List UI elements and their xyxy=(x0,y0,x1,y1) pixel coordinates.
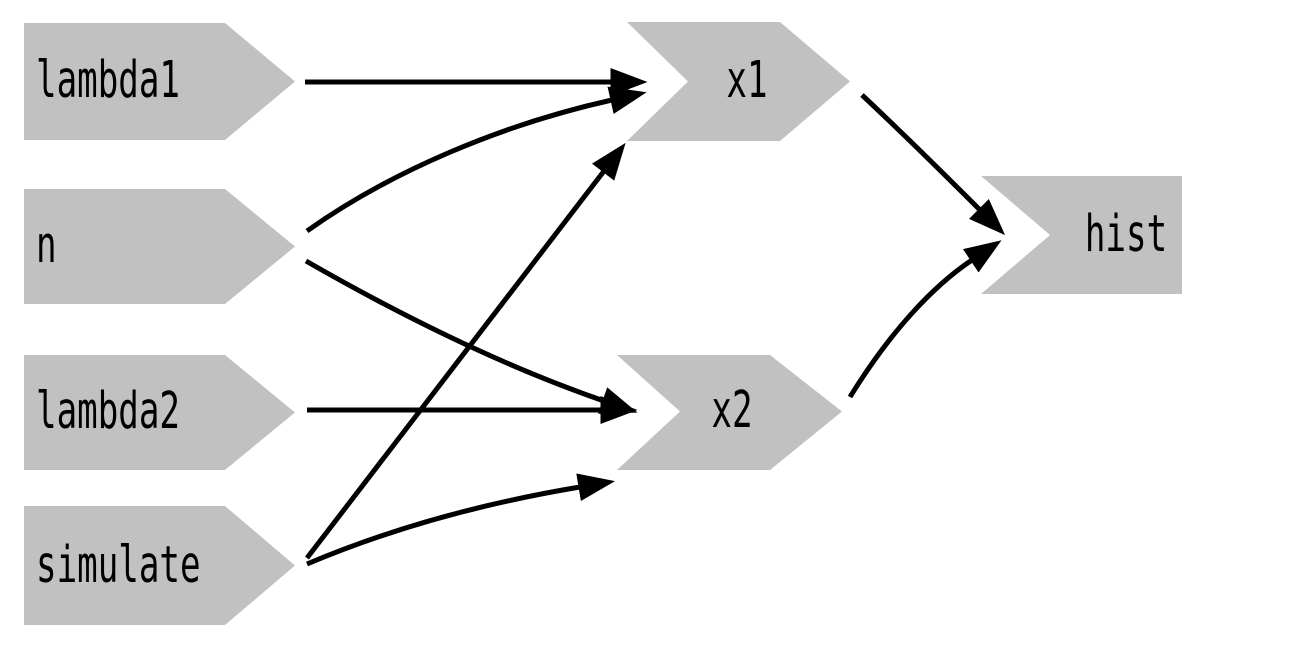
node-lambda2-label: lambda2 xyxy=(36,382,181,441)
node-x1-label: x1 xyxy=(726,51,768,110)
node-lambda1-label: lambda1 xyxy=(36,51,181,110)
edge-simulate-x2 xyxy=(306,473,616,567)
node-shapes xyxy=(24,22,1182,625)
node-simulate-shape xyxy=(24,506,295,625)
node-lambda1-shape xyxy=(24,23,295,140)
node-x1-shape xyxy=(627,22,850,141)
node-lambda2-shape xyxy=(24,355,295,470)
edge-n-x1 xyxy=(305,86,647,234)
node-hist-shape xyxy=(981,176,1182,294)
graph-edges xyxy=(304,68,1006,567)
edge-x2-hist xyxy=(847,240,1002,399)
edge-simulate-x1 xyxy=(305,142,626,560)
node-x2-shape xyxy=(617,355,842,470)
node-simulate-label: simulate xyxy=(36,536,201,595)
node-hist-label: hist xyxy=(1084,205,1168,264)
node-n-label: n xyxy=(36,216,57,275)
edge-n-x2 xyxy=(304,258,638,414)
edge-x1-hist xyxy=(860,93,1006,236)
node-x2-label: x2 xyxy=(711,381,753,440)
node-n-shape xyxy=(24,189,295,304)
